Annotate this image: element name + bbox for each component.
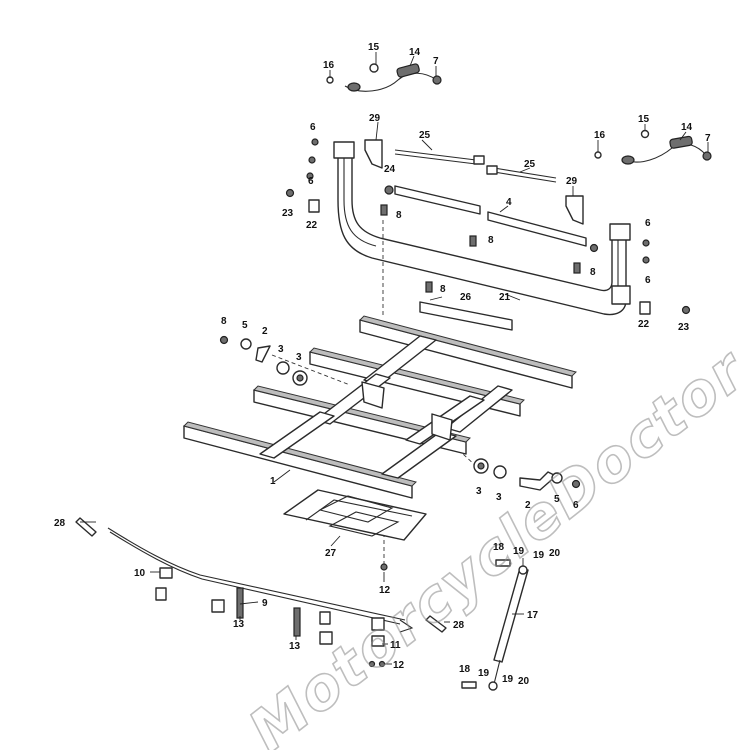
callout-label: 28: [54, 518, 66, 529]
pivot-parts-left: [219, 335, 308, 386]
callout-label: 29: [369, 113, 381, 124]
callout-label: 25: [419, 130, 431, 141]
callout-label: 18: [493, 542, 505, 553]
callout-label: 29: [566, 176, 578, 187]
callout-label: 6: [645, 275, 651, 286]
callout-label: 6: [573, 500, 579, 511]
callout-label: 22: [306, 220, 318, 231]
seat-pad-27: [283, 489, 427, 571]
callout-label: 4: [506, 197, 512, 208]
callout-label: 11: [390, 640, 401, 651]
callout-label: 19: [502, 674, 514, 685]
callout-label: 15: [638, 114, 650, 125]
callout-label: 6: [645, 218, 651, 229]
callout-label: 27: [325, 548, 337, 559]
callout-label: 24: [384, 164, 396, 175]
callout-label: 22: [638, 319, 650, 330]
callout-label: 14: [681, 122, 693, 133]
callout-label: 23: [678, 322, 690, 333]
callout-label: 28: [453, 620, 465, 631]
callout-label: 21: [499, 292, 511, 303]
callout-label: 23: [282, 208, 294, 219]
callout-label: 2: [262, 326, 268, 337]
callout-labels: 16 15 14 7 6 29 25 6 24 23 8 22 25 4 29 …: [54, 42, 711, 687]
callout-label: 13: [289, 641, 301, 652]
callout-label: 19: [513, 546, 525, 557]
callout-label: 8: [488, 235, 494, 246]
callout-label: 26: [460, 292, 472, 303]
callout-label: 5: [554, 494, 560, 505]
callout-label: 16: [323, 60, 335, 71]
callout-label: 5: [242, 320, 248, 331]
callout-label: 12: [393, 660, 405, 671]
cable-assembly-right: [594, 129, 712, 165]
cable-assembly-top: [326, 63, 442, 92]
callout-label: 9: [262, 598, 268, 609]
callout-label: 1: [270, 476, 276, 487]
bracket-bar-26: [419, 301, 513, 331]
pivot-parts-right: [473, 458, 581, 491]
callout-label: 6: [310, 122, 316, 133]
callout-label: 25: [524, 159, 536, 170]
callout-label: 3: [476, 486, 482, 497]
frame-fasteners: [285, 138, 691, 315]
crossbar-tube-4: [394, 185, 587, 247]
callout-label: 3: [278, 344, 284, 355]
callout-label: 7: [705, 133, 711, 144]
callout-label: 15: [368, 42, 380, 53]
callout-label: 8: [590, 267, 596, 278]
callout-label: 8: [396, 210, 402, 221]
callout-label: 20: [518, 676, 530, 687]
callout-label: 13: [233, 619, 245, 630]
callout-label: 10: [134, 568, 146, 579]
hinge-bracket-left: [364, 139, 383, 169]
callout-label: 18: [459, 664, 471, 675]
hinge-bracket-right: [565, 195, 584, 225]
callout-label: 8: [221, 316, 227, 327]
callout-label: 16: [594, 130, 606, 141]
seat-base-frame: [183, 315, 577, 499]
callout-label: 3: [296, 352, 302, 363]
callout-label: 20: [549, 548, 561, 559]
callout-label: 6: [308, 176, 314, 187]
callout-label: 2: [525, 500, 531, 511]
seat-back-frame: [333, 141, 631, 316]
callout-label: 7: [433, 56, 439, 67]
callout-label: 12: [379, 585, 391, 596]
callout-label: 19: [478, 668, 490, 679]
callout-label: 8: [440, 284, 446, 295]
callout-label: 3: [496, 492, 502, 503]
callout-label: 19: [533, 550, 545, 561]
callout-label: 17: [527, 610, 539, 621]
callout-label: 14: [409, 47, 421, 58]
leader-lines: [80, 52, 709, 665]
rods-25: [394, 149, 557, 183]
